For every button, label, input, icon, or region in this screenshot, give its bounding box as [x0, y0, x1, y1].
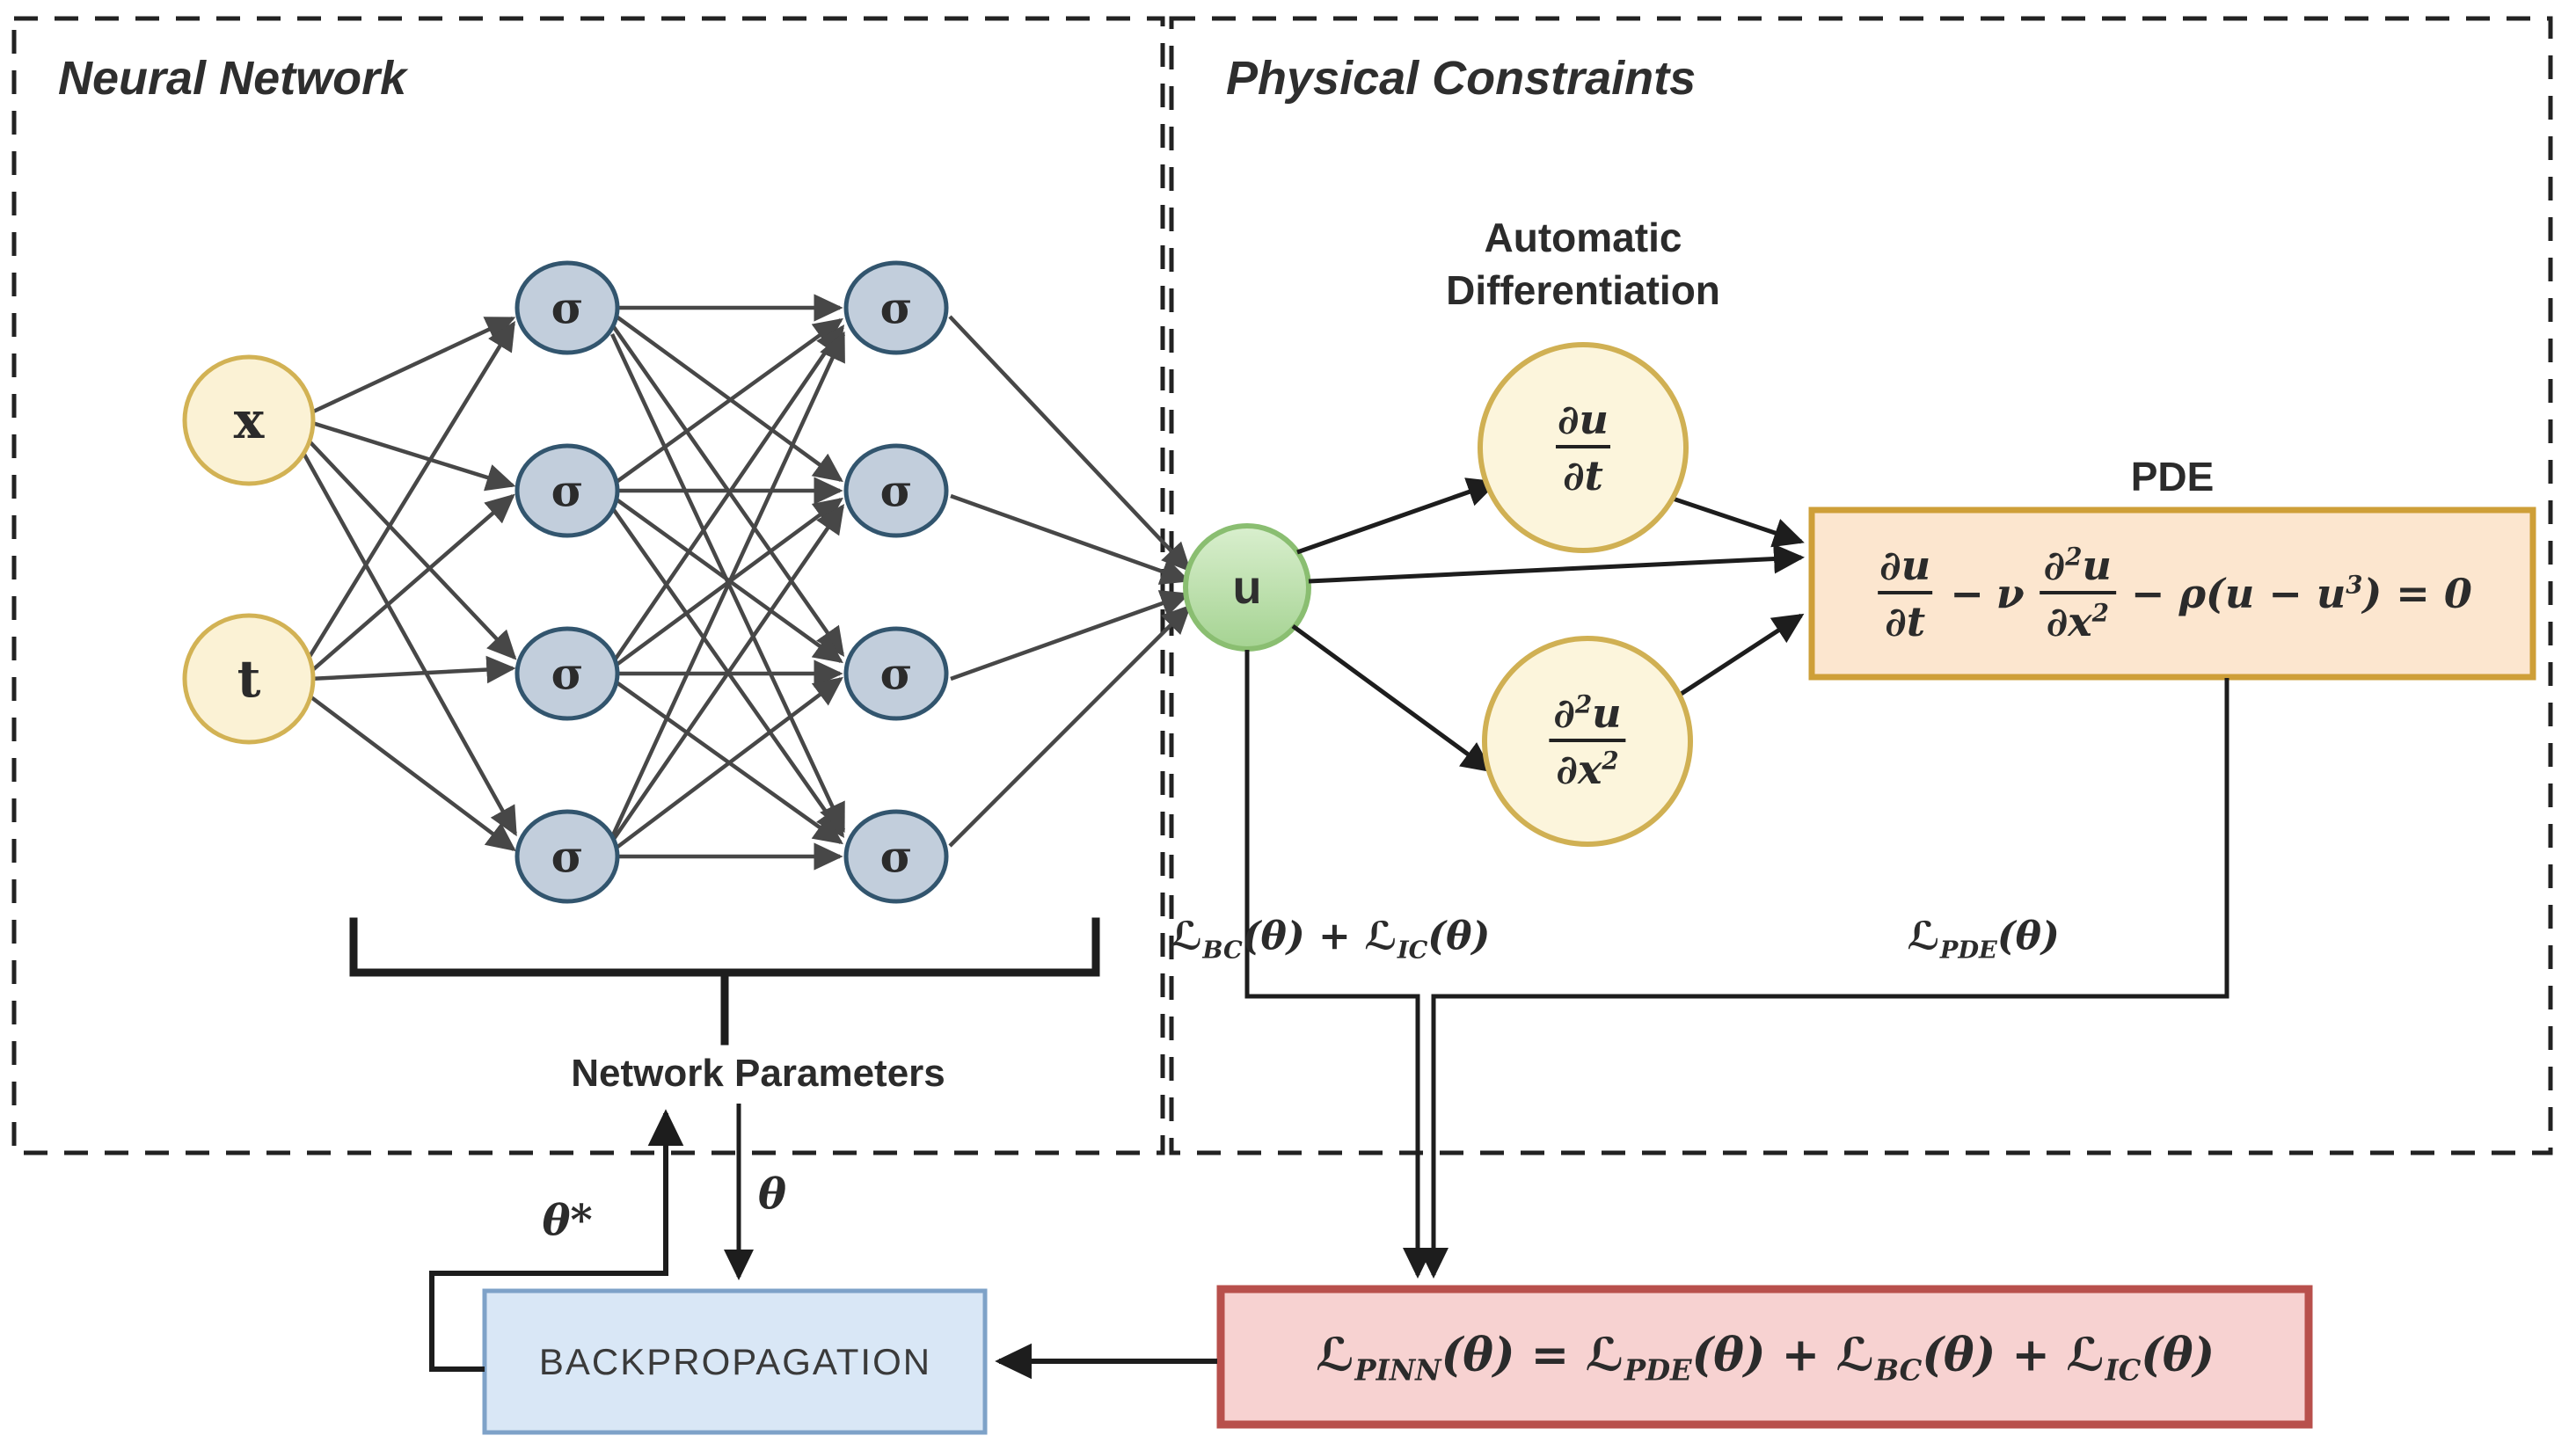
arrow-u-to-d2udx2 [1291, 623, 1493, 773]
sigma-node-label: σ [879, 647, 913, 700]
hidden-node [843, 260, 949, 355]
loss-box [1216, 1285, 2313, 1429]
autodiff-arrows [1291, 477, 1805, 773]
automatic-differentiation-line2: Differentiation [1446, 267, 1720, 313]
output-node-u-circle [1183, 523, 1311, 652]
loss-pde-label: ℒPDE(θ) [1907, 914, 2060, 965]
hidden-layer-2 [843, 260, 949, 904]
arrow-dudt-to-pde [1672, 496, 1805, 548]
input-node-t-circle [182, 613, 316, 745]
theta-star-arrow [429, 1109, 684, 1372]
sigma-node-label: σ [551, 281, 584, 334]
input-node-x-label: x [233, 390, 265, 450]
pde-eq-tail: − ρ(u − u3) = 0 [2130, 570, 2472, 617]
hidden-layer-1 [514, 260, 620, 904]
arrow-u-to-dudt [1296, 477, 1499, 555]
sigma-node-label: σ [879, 464, 913, 517]
pde-equation: ∂u ∂t − ν ∂2u ∂x2 − ρ(u − u3) = 0 [1872, 542, 2472, 645]
pde-label: PDE [2130, 454, 2215, 499]
hidden-node [514, 260, 620, 355]
dudt-numerator: ∂u [1557, 396, 1609, 443]
arrow-u-to-pde [1308, 543, 1805, 584]
neural-network-title: Neural Network [58, 52, 407, 105]
input-node-t-label: t [237, 649, 261, 709]
backpropagation-box [482, 1288, 988, 1435]
network-edges [302, 294, 1192, 871]
sigma-node-label: σ [879, 830, 913, 883]
total-loss-equation: ℒPINN(θ) = ℒPDE(θ) + ℒBC(θ) + ℒIC(θ) [1315, 1328, 2215, 1388]
physical-constraints-title: Physical Constraints [1226, 52, 1697, 105]
theta-star-label: θ* [542, 1196, 593, 1245]
pde-eq-nu: ν [1996, 570, 2025, 617]
automatic-differentiation-label: Automatic Differentiation [1446, 211, 1720, 317]
d2udx2-denominator: ∂x2 [1549, 739, 1626, 793]
hidden-node [843, 809, 949, 904]
loss-connectors [1244, 650, 2229, 1279]
network-parameters-label: Network Parameters [571, 1052, 945, 1095]
pde-eq-minus: − [1950, 570, 1984, 617]
pde-eq-f2-den: ∂x2 [2039, 591, 2116, 645]
neural-network-box [11, 16, 1165, 1155]
dudt-fraction: ∂u ∂t [1551, 396, 1616, 499]
sigma-node-label: σ [551, 464, 584, 517]
loss-bc-ic-label: ℒBC(θ) + ℒIC(θ) [1169, 914, 1491, 965]
hidden-node [843, 626, 949, 721]
hidden-node [514, 626, 620, 721]
network-parameters-brace [349, 917, 1100, 1046]
d2udx2-numerator: ∂2u [1553, 689, 1622, 737]
arrow-u-losses-to-total [1244, 650, 1433, 1279]
hidden-node [843, 443, 949, 538]
input-node-x-circle [182, 354, 316, 486]
pde-eq-f1-num: ∂u [1879, 542, 1931, 589]
hidden-node [514, 443, 620, 538]
theta-label: θ [757, 1170, 787, 1219]
arrow-pde-loss-to-total [1418, 678, 2229, 1279]
physical-constraints-box [1169, 16, 2553, 1155]
pde-eq-f1-den: ∂t [1878, 591, 1933, 645]
backpropagation-label: BACKPROPAGATION [538, 1341, 932, 1382]
pde-eq-f2-num: ∂2u [2043, 542, 2112, 589]
dudt-denominator: ∂t [1556, 445, 1610, 499]
arrow-d2udx2-to-pde [1678, 613, 1805, 697]
sigma-node-label: σ [551, 830, 584, 883]
sigma-node-label: σ [879, 281, 913, 334]
sigma-node-label: σ [551, 647, 584, 700]
d2udx2-fraction: ∂2u ∂x2 [1546, 689, 1628, 793]
automatic-differentiation-line1: Automatic [1484, 215, 1682, 260]
hidden-node [514, 809, 620, 904]
output-node-u-label: u [1232, 561, 1262, 614]
